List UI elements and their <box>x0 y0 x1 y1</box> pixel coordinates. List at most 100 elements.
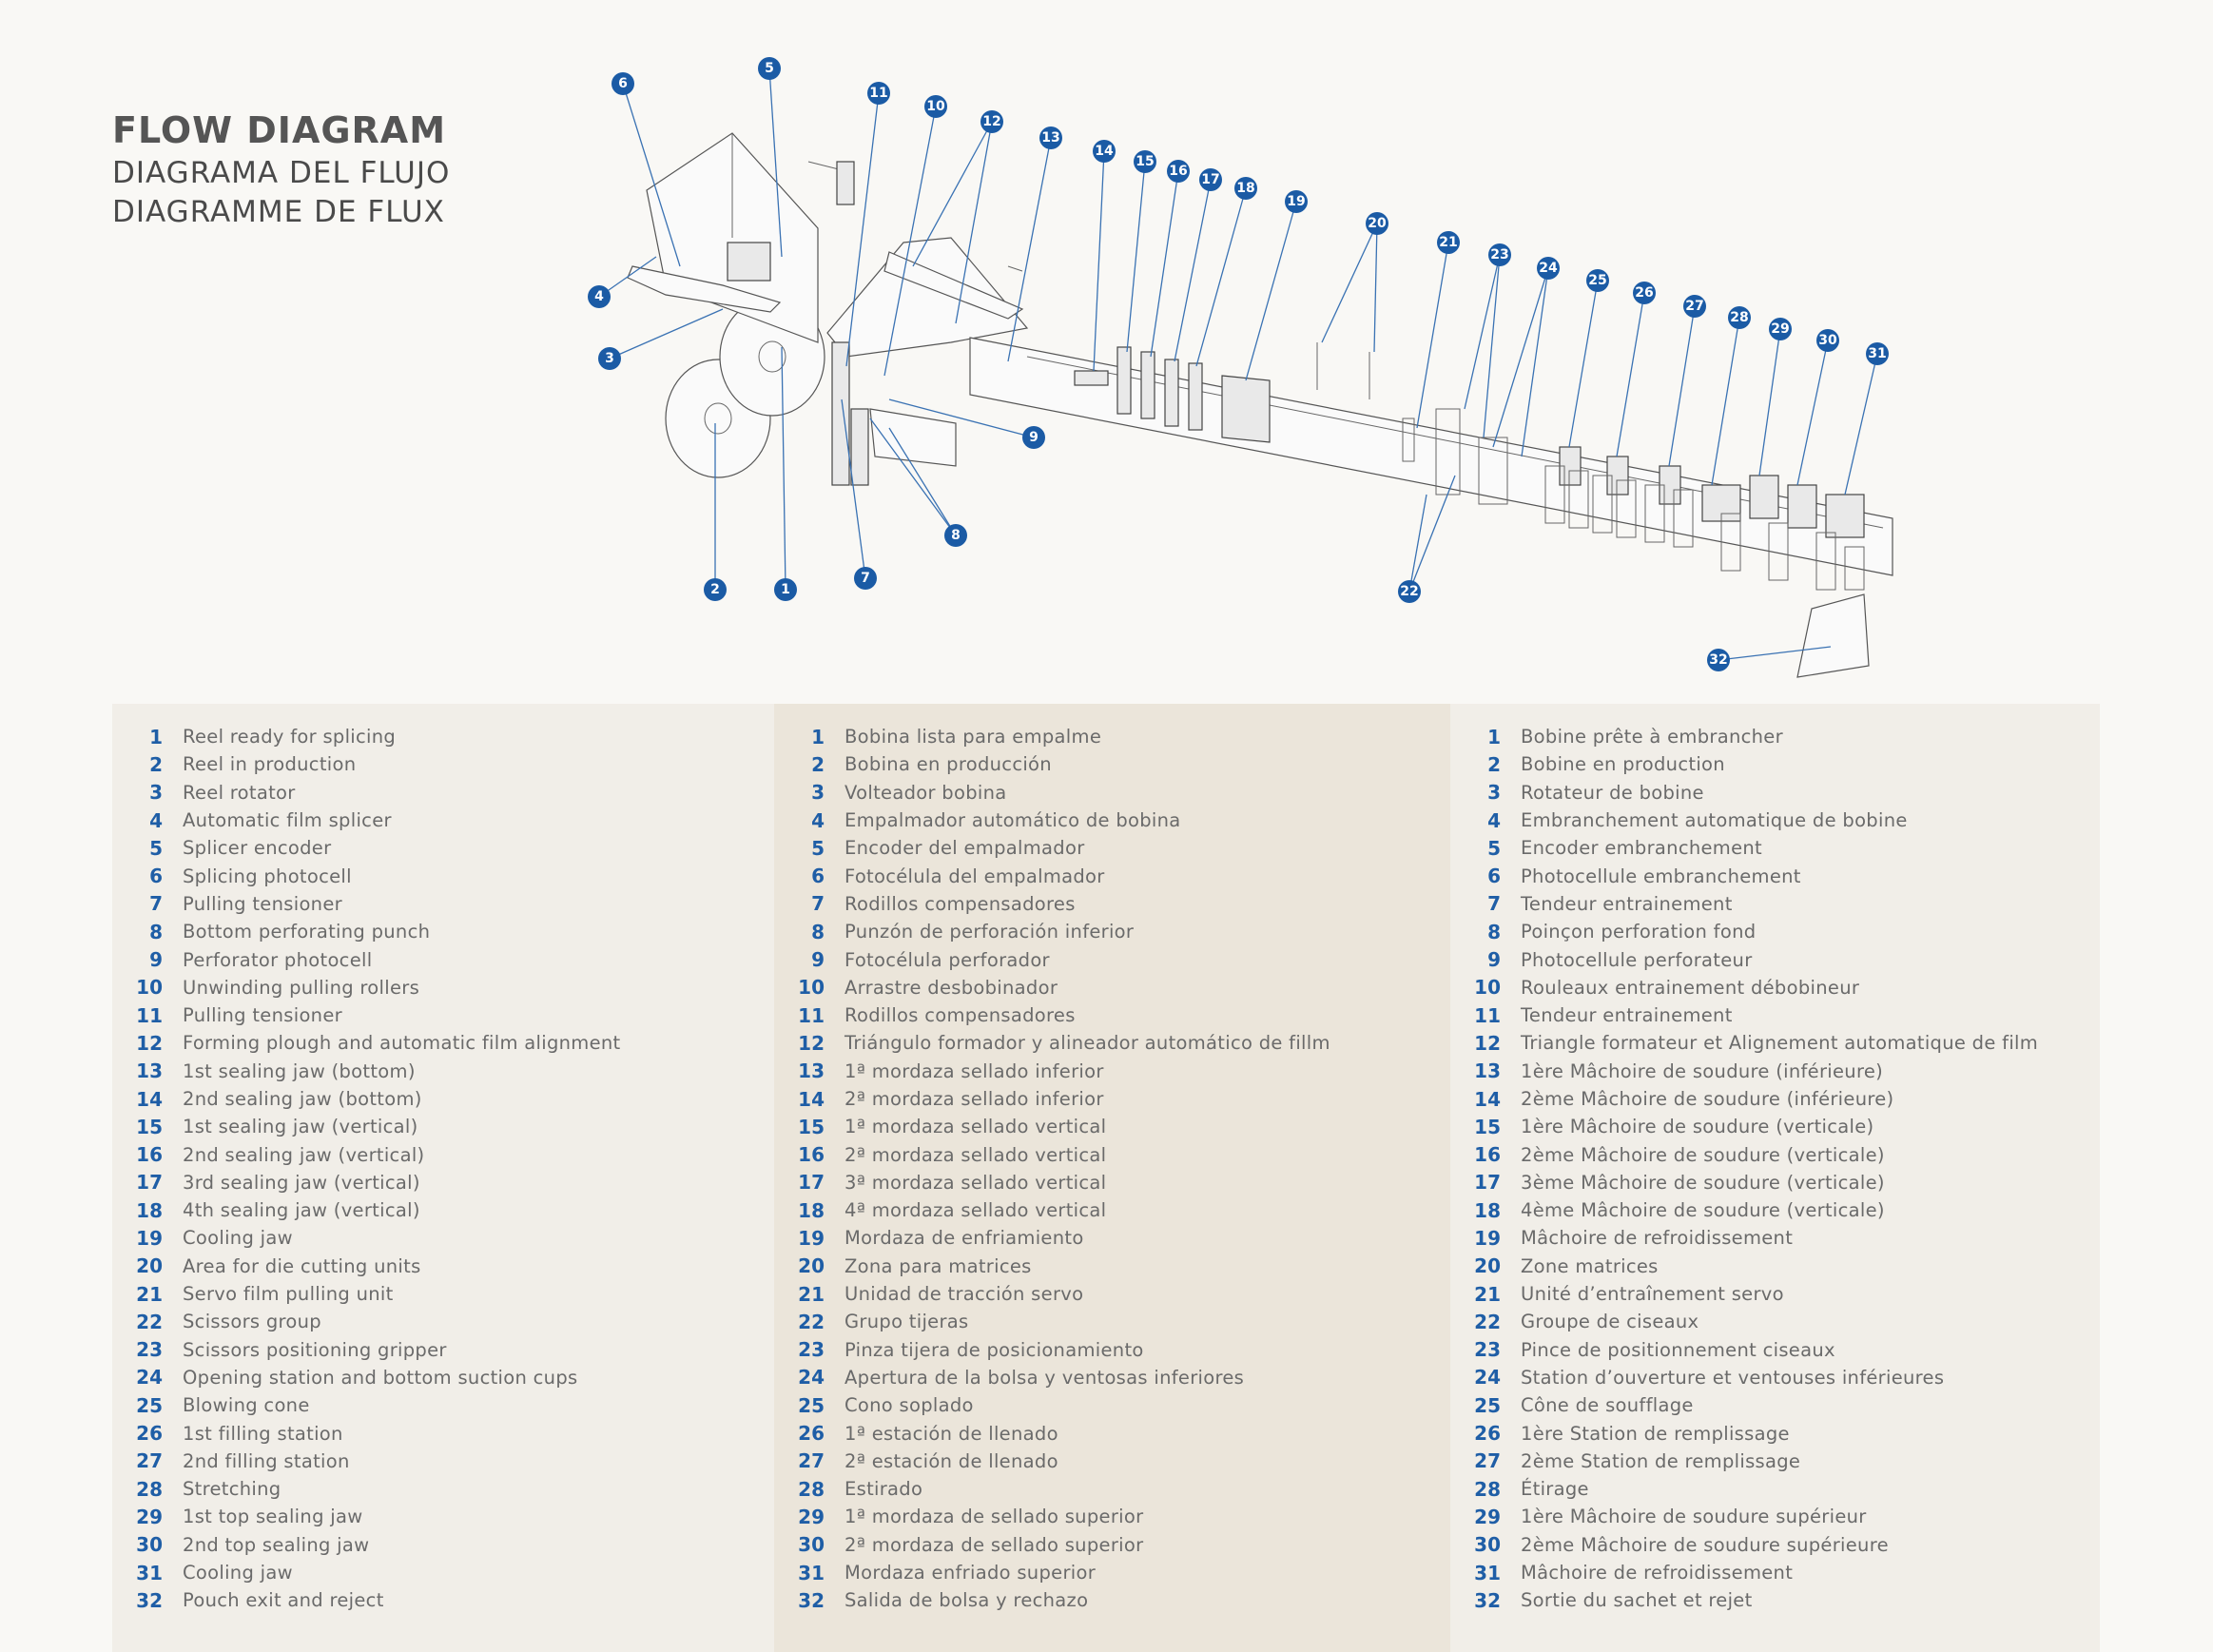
svg-text:31: 31 <box>1868 346 1886 361</box>
legend-item-number: 25 <box>136 1393 163 1417</box>
legend-item-label: Bobina lista para empalme <box>844 726 1102 748</box>
legend-item-number: 16 <box>136 1143 163 1167</box>
legend-item-label: Mâchoire de refroidissement <box>1521 1562 1794 1584</box>
legend-item-label: Station d’ouverture et ventouses inférie… <box>1521 1366 1945 1389</box>
legend-item-label: Bobina en producción <box>844 753 1052 776</box>
legend-item-number: 8 <box>1487 920 1501 943</box>
callout-29: 29 <box>1769 318 1792 340</box>
callout-leaders <box>598 68 1878 661</box>
callout-22: 22 <box>1398 580 1421 603</box>
callout-32: 32 <box>1707 649 1730 671</box>
legend-item: 9 Fotocélula perforador <box>774 945 1450 973</box>
legend-item-number: 21 <box>1474 1282 1501 1306</box>
title-en: FLOW DIAGRAM <box>112 109 447 151</box>
legend-item-label: 2ème Mâchoire de soudure (inférieure) <box>1521 1088 1894 1110</box>
legend-item: 16 2ème Mâchoire de soudure (verticale) <box>1450 1140 2100 1168</box>
legend-item-number: 12 <box>798 1031 825 1055</box>
legend-item-number: 16 <box>798 1143 825 1167</box>
legend-item-number: 32 <box>1474 1588 1501 1612</box>
svg-text:21: 21 <box>1439 235 1457 250</box>
legend-item-number: 4 <box>149 808 163 832</box>
legend-item-label: Automatic film splicer <box>183 809 392 832</box>
svg-text:1: 1 <box>781 582 790 597</box>
legend-item-label: 3rd sealing jaw (vertical) <box>183 1171 420 1194</box>
legend-item-number: 10 <box>1474 976 1501 1000</box>
legend-item-label: Punzón de perforación inferior <box>844 921 1135 943</box>
legend-item-number: 15 <box>798 1115 825 1138</box>
legend-item-number: 9 <box>811 948 825 972</box>
legend-item-label: Encoder embranchement <box>1521 837 1762 860</box>
legend-item-label: Triángulo formador y alineador automátic… <box>844 1032 1330 1055</box>
legend-item-label: Bobine en production <box>1521 753 1725 776</box>
legend-item-number: 5 <box>1487 836 1501 860</box>
legend-item-number: 17 <box>1474 1171 1501 1195</box>
legend-item-number: 28 <box>1474 1477 1501 1501</box>
svg-text:25: 25 <box>1588 273 1606 288</box>
legend-item-label: 2ème Station de remplissage <box>1521 1449 1801 1472</box>
legend-item-label: Fotocélula perforador <box>844 948 1050 971</box>
svg-text:3: 3 <box>605 351 614 366</box>
callout-1: 1 <box>774 578 797 601</box>
svg-text:29: 29 <box>1771 321 1789 337</box>
legend-item-label: 1st filling station <box>183 1422 343 1445</box>
legend-item-number: 16 <box>1474 1143 1501 1167</box>
legend-item-label: 2ème Mâchoire de soudure (verticale) <box>1521 1143 1885 1166</box>
legend-item-label: Pulling tensioner <box>183 892 342 915</box>
legend-item-number: 26 <box>1474 1422 1501 1446</box>
legend-item-label: Salida de bolsa y rechazo <box>844 1589 1089 1612</box>
legend-item-number: 17 <box>798 1171 825 1195</box>
svg-text:14: 14 <box>1095 144 1114 159</box>
legend-item-number: 27 <box>1474 1449 1501 1473</box>
legend-item-label: Pinza tijera de posicionamiento <box>844 1338 1144 1361</box>
legend-item-number: 20 <box>798 1254 825 1278</box>
legend-item-number: 19 <box>1474 1226 1501 1250</box>
legend-item-number: 8 <box>149 920 163 943</box>
legend-item-label: 1ª estación de llenado <box>844 1422 1058 1445</box>
legend-item-label: Reel rotator <box>183 781 296 804</box>
machine-flow-diagram: 1 2 3 4 5 6 7 8 9 10 11 12 13 14 15 16 1… <box>588 57 1893 678</box>
legend-item-label: Scissors positioning gripper <box>183 1338 447 1361</box>
legend-item-label: 2ª estación de llenado <box>844 1449 1058 1472</box>
legend-item-label: 1ère Mâchoire de soudure (inférieure) <box>1521 1059 1884 1082</box>
svg-text:32: 32 <box>1709 652 1727 668</box>
legend-item-number: 10 <box>798 976 825 1000</box>
legend-item-label: Grupo tijeras <box>844 1311 969 1333</box>
legend-item-number: 31 <box>798 1561 825 1584</box>
callouts: 1 2 3 4 5 6 7 8 9 10 11 12 13 14 15 16 1… <box>588 57 1889 671</box>
svg-text:26: 26 <box>1635 285 1653 301</box>
legend-item-label: Splicing photocell <box>183 865 352 887</box>
legend-item-number: 32 <box>136 1588 163 1612</box>
legend-item-label: 1ª mordaza sellado inferior <box>844 1059 1104 1082</box>
legend-item-number: 2 <box>1487 752 1501 776</box>
legend-item-number: 9 <box>149 948 163 972</box>
legend-item-number: 22 <box>136 1310 163 1333</box>
svg-text:10: 10 <box>926 99 945 114</box>
callout-23: 23 <box>1488 243 1511 266</box>
